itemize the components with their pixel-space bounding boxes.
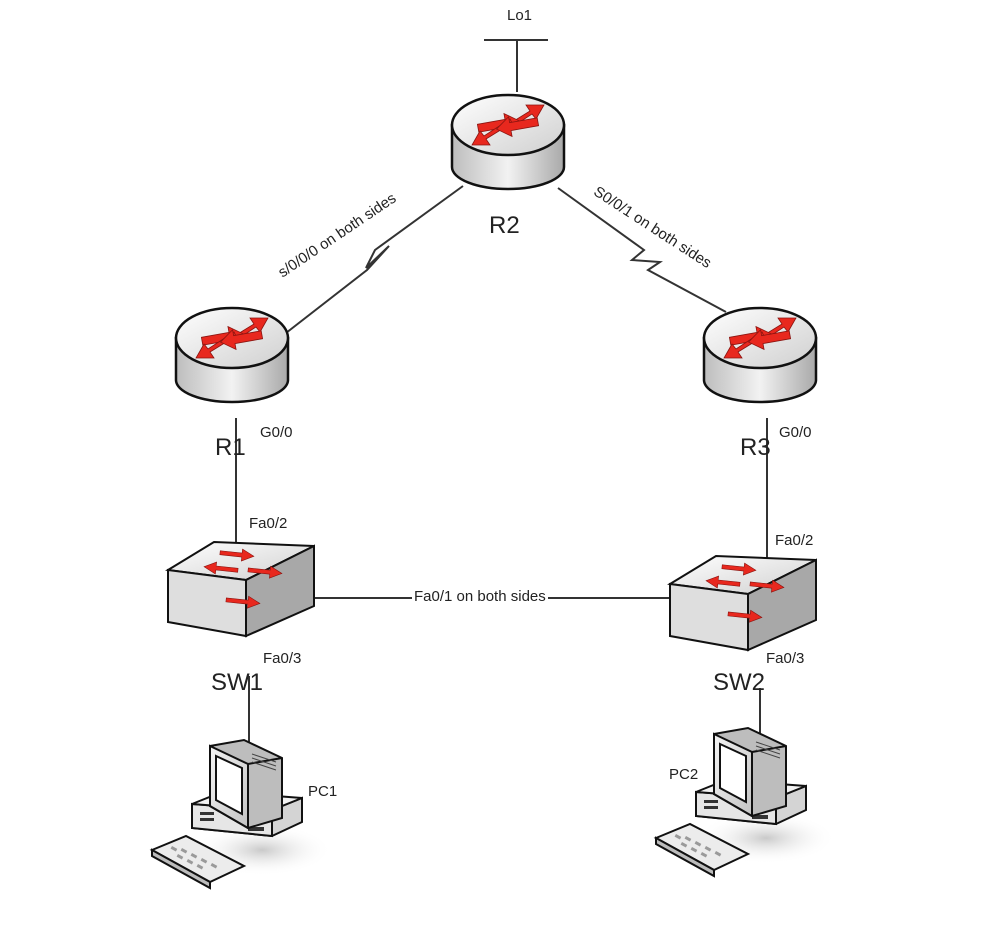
switch-icon[interactable] [167, 541, 315, 637]
pc-icon[interactable] [151, 739, 333, 889]
r1-port-label: G0/0 [260, 424, 293, 441]
switch-icon[interactable] [669, 555, 817, 651]
pc2-label: PC2 [669, 766, 699, 783]
sw1-uplink-port-label: Fa0/2 [249, 515, 288, 532]
pc1-label: PC1 [308, 783, 338, 800]
link-sw1-sw2-label: Fa0/1 on both sides [412, 588, 548, 605]
router-icon[interactable] [174, 306, 290, 404]
serial-zigzag-icon [557, 187, 727, 313]
loopback-label: Lo1 [507, 7, 533, 24]
r3-port-label: G0/0 [779, 424, 812, 441]
sw2-uplink-port-label: Fa0/2 [775, 532, 814, 549]
router-r1-label: R1 [215, 434, 246, 461]
sw1-pc-port-label: Fa0/3 [263, 650, 302, 667]
router-r3-label: R3 [740, 434, 771, 461]
sw2-pc-port-label: Fa0/3 [766, 650, 805, 667]
switch-sw1-label: SW1 [211, 669, 264, 696]
switch-sw2-label: SW2 [713, 669, 766, 696]
pc-icon[interactable] [655, 727, 837, 877]
router-icon[interactable] [450, 93, 566, 191]
serial-zigzag-icon [285, 185, 464, 334]
router-icon[interactable] [702, 306, 818, 404]
router-r2-label: R2 [489, 212, 520, 239]
